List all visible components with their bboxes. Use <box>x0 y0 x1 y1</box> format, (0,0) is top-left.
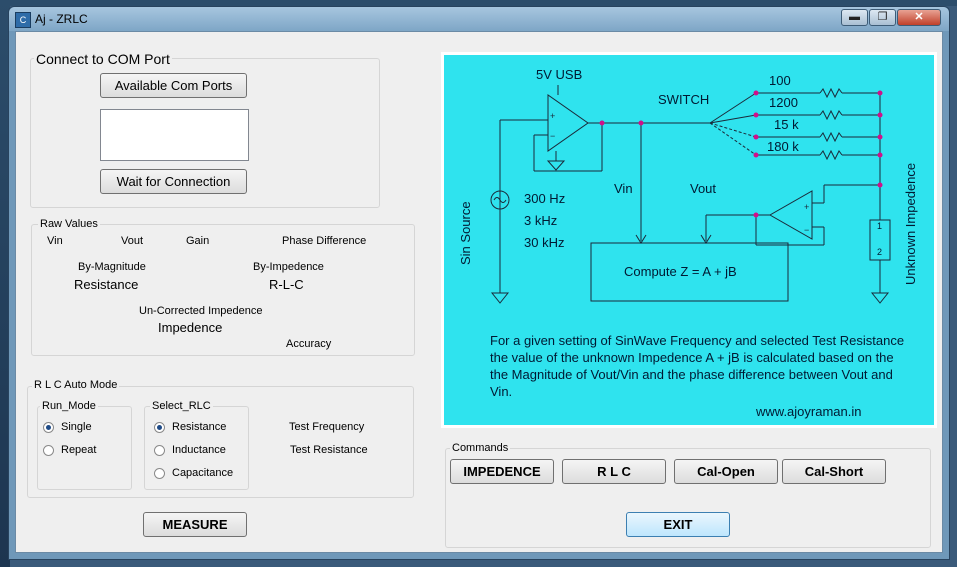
resistance-option-label: Resistance <box>172 421 227 433</box>
inductance-option-label: Inductance <box>172 444 226 456</box>
impedence-button[interactable]: IMPEDENCE <box>450 459 554 484</box>
run-mode-label: Run_Mode <box>40 400 98 412</box>
svg-text:+: + <box>804 202 809 212</box>
circuit-diagram-frame: + − + − 5V USB SWITCH 100 1200 15 k 180 … <box>441 52 937 428</box>
diagram-description: For a given setting of SinWave Frequency… <box>490 333 905 399</box>
accuracy-label: Accuracy <box>286 338 332 350</box>
com-port-list[interactable] <box>100 109 249 161</box>
window-title: Aj - ZRLC <box>35 12 88 26</box>
com-port-group <box>30 58 380 208</box>
vout-label: Vout <box>121 235 144 247</box>
cal-open-button[interactable]: Cal-Open <box>674 459 778 484</box>
repeat-label: Repeat <box>61 444 97 456</box>
switch-label: SWITCH <box>658 92 710 107</box>
select-rlc-label: Select_RLC <box>150 400 213 412</box>
repeat-radio[interactable] <box>43 445 54 456</box>
inductance-radio[interactable] <box>154 445 165 456</box>
minimize-button[interactable]: ▬ <box>841 9 868 26</box>
vin-label: Vin <box>47 235 63 247</box>
raw-values-label: Raw Values <box>38 218 100 230</box>
app-icon: C <box>15 12 31 28</box>
by-magnitude-label: By-Magnitude <box>78 261 146 273</box>
phase-difference-label: Phase Difference <box>282 235 367 247</box>
resistor-100-label: 100 <box>769 73 791 88</box>
rlc-auto-mode-label: R L C Auto Mode <box>32 379 120 391</box>
desktop-background <box>0 0 957 6</box>
title-bar[interactable]: C Aj - ZRLC ▬ ❐ ✕ <box>9 7 949 31</box>
client-area: Connect to COM Port Available Com Ports … <box>15 31 943 553</box>
impedence-value: Impedence <box>158 320 223 335</box>
resistor-180k-label: 180 k <box>767 139 799 154</box>
vin-node-label: Vin <box>614 181 633 196</box>
gain-label: Gain <box>186 235 210 247</box>
test-resistance-label: Test Resistance <box>290 444 368 456</box>
desktop-icons-strip <box>0 0 10 567</box>
svg-text:−: − <box>550 131 555 141</box>
svg-text:+: + <box>550 111 555 121</box>
compute-label: Compute Z = A + jB <box>624 264 737 279</box>
sin-source-label: Sin Source <box>458 201 473 265</box>
app-window: C Aj - ZRLC ▬ ❐ ✕ Connect to COM Port Av… <box>8 6 950 560</box>
unknown-impedence-label: Unknown Impedence <box>903 162 918 285</box>
cal-short-button[interactable]: Cal-Short <box>782 459 886 484</box>
svg-text:−: − <box>804 225 809 235</box>
resistance-radio[interactable] <box>154 422 165 433</box>
resistance-value: Resistance <box>74 277 139 292</box>
rlc-value: R-L-C <box>269 277 304 292</box>
maximize-button[interactable]: ❐ <box>869 9 896 26</box>
circuit-diagram: + − + − 5V USB SWITCH 100 1200 15 k 180 … <box>444 55 934 425</box>
website-label: www.ajoyraman.in <box>756 404 862 419</box>
measure-button[interactable]: MEASURE <box>143 512 247 537</box>
rlc-auto-mode-group <box>27 386 414 498</box>
circuit-schematic: + − + − <box>490 85 891 304</box>
resistor-1200-label: 1200 <box>769 95 798 110</box>
capacitance-option-label: Capacitance <box>172 467 234 479</box>
freq-30khz-label: 30 kHz <box>524 235 565 250</box>
test-frequency-label: Test Frequency <box>289 421 365 433</box>
uncorrected-impedence-label: Un-Corrected Impedence <box>139 305 263 317</box>
raw-values-group <box>31 224 415 356</box>
pin-2-label: 2 <box>877 247 883 257</box>
usb-label: 5V USB <box>536 67 583 82</box>
vout-node-label: Vout <box>690 181 717 196</box>
pin-1-label: 1 <box>877 221 883 231</box>
capacitance-radio[interactable] <box>154 468 165 479</box>
exit-button[interactable]: EXIT <box>626 512 730 537</box>
com-port-group-label: Connect to COM Port <box>34 51 172 67</box>
single-radio[interactable] <box>43 422 54 433</box>
commands-group <box>445 448 931 548</box>
available-com-ports-button[interactable]: Available Com Ports <box>100 73 247 98</box>
by-impedence-label: By-Impedence <box>253 261 324 273</box>
close-button[interactable]: ✕ <box>897 9 941 26</box>
resistor-15k-label: 15 k <box>774 117 799 132</box>
freq-3khz-label: 3 kHz <box>524 213 558 228</box>
commands-label: Commands <box>450 442 511 454</box>
single-label: Single <box>61 421 92 433</box>
rlc-button[interactable]: R L C <box>562 459 666 484</box>
wait-for-connection-button[interactable]: Wait for Connection <box>100 169 247 194</box>
freq-300hz-label: 300 Hz <box>524 191 566 206</box>
